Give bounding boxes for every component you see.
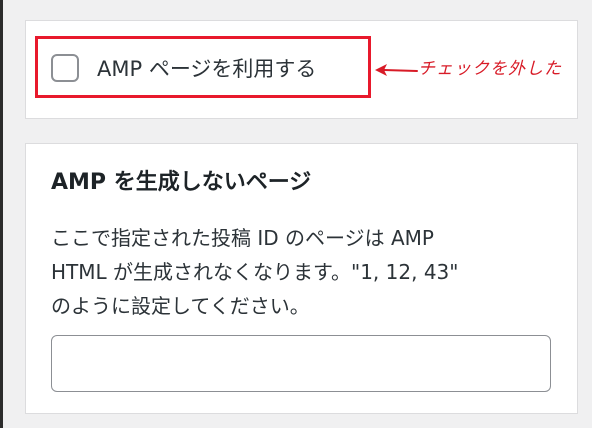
description-line: のように設定してください。: [51, 294, 310, 318]
left-arrow-icon: [375, 64, 418, 76]
window-left-edge: [0, 0, 3, 428]
description-line: HTML が生成されなくなります。"1, 12, 43": [51, 260, 459, 284]
amp-enable-checkbox[interactable]: [51, 54, 79, 82]
annotation-note: チェックを外した: [418, 59, 562, 79]
post-id-input[interactable]: [51, 335, 551, 392]
highlight-box: [35, 36, 371, 98]
description-line: ここで指定された投稿 ID のページは AMP: [51, 226, 434, 250]
amp-enable-label[interactable]: AMP ページを利用する: [97, 57, 317, 81]
section-title: AMP を生成しないページ: [51, 170, 312, 195]
